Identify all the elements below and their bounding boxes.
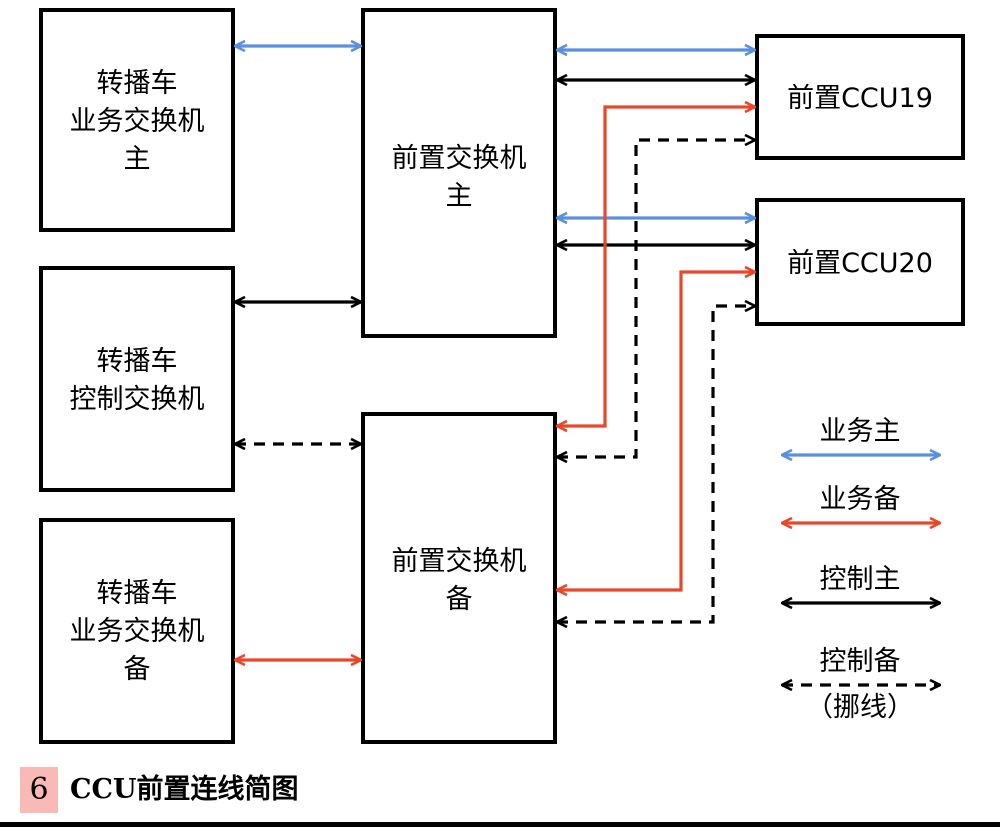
- svg-text:转播车: 转播车: [97, 68, 178, 99]
- svg-text:前置交换机: 前置交换机: [392, 143, 527, 174]
- box-ccu19: 前置CCU19: [755, 34, 965, 160]
- svg-text:备: 备: [124, 654, 151, 685]
- box-relay-ctrl: 转播车 控制交换机: [39, 266, 235, 492]
- figure-number-badge: 6: [20, 767, 58, 813]
- svg-text:主: 主: [124, 144, 151, 175]
- svg-text:前置交换机: 前置交换机: [392, 546, 527, 577]
- legend-control-main-label: 控制主: [820, 564, 901, 595]
- svg-text:前置CCU20: 前置CCU20: [787, 248, 933, 279]
- svg-text:业务交换机: 业务交换机: [70, 616, 205, 647]
- link-biz-backup-ccu19: [557, 107, 755, 426]
- legend-control-backup-note: （挪线）: [806, 692, 914, 723]
- legend-business-backup-label: 业务备: [820, 484, 901, 515]
- legend: 业务主 业务备 控制主 控制备 （挪线）: [782, 416, 940, 723]
- svg-text:前置CCU19: 前置CCU19: [787, 83, 933, 114]
- svg-text:转播车: 转播车: [97, 578, 178, 609]
- legend-control-backup-label: 控制备: [820, 646, 901, 677]
- link-ctrl-backup-ccu19: [557, 140, 755, 457]
- box-relay-biz-backup: 转播车 业务交换机 备: [39, 518, 235, 744]
- box-front-switch-main: 前置交换机 主: [361, 8, 557, 338]
- box-relay-biz-main: 转播车 业务交换机 主: [39, 8, 235, 232]
- box-front-switch-backup: 前置交换机 备: [361, 412, 557, 744]
- link-biz-backup-ccu20: [557, 272, 755, 590]
- svg-text:业务交换机: 业务交换机: [70, 106, 205, 137]
- svg-text:主: 主: [446, 181, 473, 212]
- svg-text:转播车: 转播车: [97, 346, 178, 377]
- link-ctrl-backup-ccu20: [557, 306, 755, 622]
- figure-caption-bar: 6 CCU前置连线简图: [0, 755, 1000, 831]
- svg-text:控制交换机: 控制交换机: [70, 384, 205, 415]
- connection-diagram: 转播车 业务交换机 主 转播车 控制交换机 转播车 业务交换机 备 前置交换机 …: [39, 8, 965, 744]
- legend-business-main-label: 业务主: [820, 416, 901, 447]
- caption-rule: [0, 822, 1000, 827]
- svg-text:备: 备: [446, 584, 473, 615]
- figure-caption: CCU前置连线简图: [70, 774, 299, 805]
- box-ccu20: 前置CCU20: [755, 198, 965, 326]
